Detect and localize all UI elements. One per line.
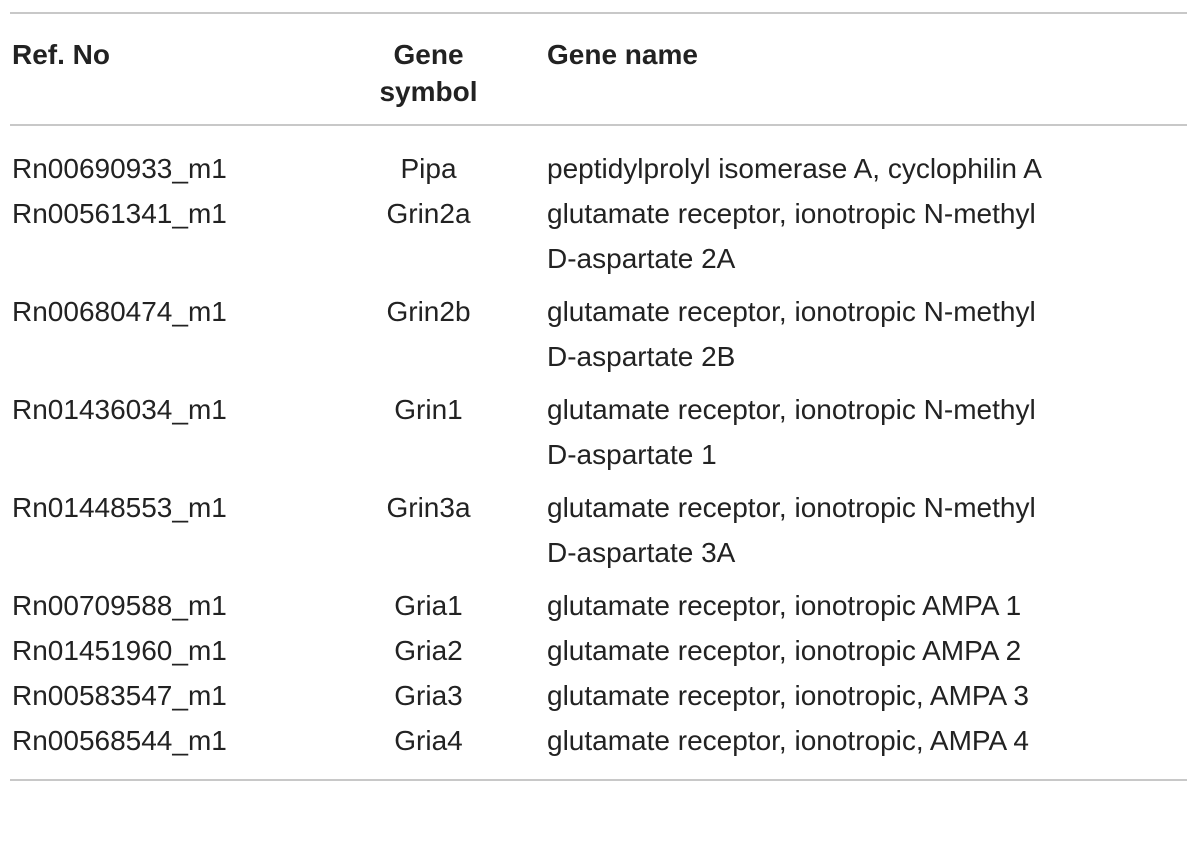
cell-gene-symbol: Grin2a xyxy=(386,198,471,229)
gene-name-line1: glutamate receptor, ionotropic AMPA 1 xyxy=(547,590,1022,621)
cell-gene-symbol: Gria1 xyxy=(394,590,463,621)
header-ref-no: Ref. No xyxy=(10,12,310,126)
table-row: Rn00568544_m1 Gria4 glutamate receptor, io… xyxy=(10,718,1187,779)
gene-name-line1: peptidylprolyl isomerase A, cyclophilin … xyxy=(547,153,1042,184)
gene-name-line1: glutamate receptor, ionotropic N-methyl xyxy=(547,492,1036,523)
cell-gene-symbol: Grin1 xyxy=(394,394,463,425)
gene-name-line1: glutamate receptor, ionotropic N-methyl xyxy=(547,394,1036,425)
cell-gene-name: glutamate receptor, ionotropic, AMPA 3 xyxy=(547,673,1187,718)
header-gene-symbol-line1: Gene xyxy=(393,39,464,70)
cell-ref-no: Rn01436034_m1 xyxy=(12,394,227,425)
cell-gene-name: glutamate receptor, ionotropic AMPA 2 xyxy=(547,628,1187,673)
cell-ref-no: Rn00690933_m1 xyxy=(12,153,227,184)
gene-name-line2: D-aspartate 2B xyxy=(547,341,736,372)
cell-gene-name: glutamate receptor, ionotropic AMPA 1 xyxy=(547,583,1187,628)
header-gene-name: Gene name xyxy=(547,12,1187,126)
cell-gene-symbol: Grin2b xyxy=(386,296,471,327)
cell-gene-symbol: Gria2 xyxy=(394,635,463,666)
cell-ref-no: Rn01448553_m1 xyxy=(12,492,227,523)
cell-ref-no: Rn01451960_m1 xyxy=(12,635,227,666)
gene-name-line1: glutamate receptor, ionotropic N-methyl xyxy=(547,198,1036,229)
cell-gene-symbol: Grin3a xyxy=(386,492,471,523)
cell-gene-name: glutamate receptor, ionotropic, AMPA 4 xyxy=(547,718,1187,779)
header-gene-symbol: Gene symbol xyxy=(310,12,547,126)
gene-name-line1: glutamate receptor, ionotropic N-methyl xyxy=(547,296,1036,327)
cell-ref-no: Rn00583547_m1 xyxy=(12,680,227,711)
header-row: Ref. No Gene symbol Gene name xyxy=(10,12,1187,126)
table-row: Rn01451960_m1 Gria2 glutamate receptor, io… xyxy=(10,628,1187,673)
cell-gene-symbol: Pipa xyxy=(400,153,457,184)
table-row: Rn00709588_m1 Gria1 glutamate receptor, io… xyxy=(10,583,1187,628)
gene-name-line1: glutamate receptor, ionotropic AMPA 2 xyxy=(547,635,1022,666)
table-bottom-rule xyxy=(10,779,1187,781)
cell-gene-symbol: Gria4 xyxy=(394,725,463,756)
table-row: Rn00583547_m1 Gria3 glutamate receptor, io… xyxy=(10,673,1187,718)
table-body: Rn00690933_m1 Pipa peptidylprolyl isomeras… xyxy=(10,125,1187,779)
cell-gene-symbol: Gria3 xyxy=(394,680,463,711)
gene-name-line2: D-aspartate 1 xyxy=(547,439,717,470)
cell-ref-no: Rn00680474_m1 xyxy=(12,296,227,327)
gene-name-line2: D-aspartate 2A xyxy=(547,243,736,274)
table-row: Rn00680474_m1 Grin2b glutamate receptor, i… xyxy=(10,289,1187,387)
table-header: Ref. No Gene symbol Gene name xyxy=(10,12,1187,126)
cell-gene-name: peptidylprolyl isomerase A, cyclophilin … xyxy=(547,125,1187,191)
table-row: Rn01436034_m1 Grin1 glutamate receptor, io… xyxy=(10,387,1187,485)
gene-table: Ref. No Gene symbol Gene name Rn00690933… xyxy=(10,12,1187,779)
table-row: Rn00561341_m1 Grin2a glutamate receptor, i… xyxy=(10,191,1187,289)
gene-name-line1: glutamate receptor, ionotropic, AMPA 4 xyxy=(547,725,1029,756)
cell-ref-no: Rn00568544_m1 xyxy=(12,725,227,756)
gene-table-container: Ref. No Gene symbol Gene name Rn00690933… xyxy=(10,12,1187,781)
table-row: Rn00690933_m1 Pipa peptidylprolyl isomeras… xyxy=(10,125,1187,191)
cell-ref-no: Rn00709588_m1 xyxy=(12,590,227,621)
cell-ref-no: Rn00561341_m1 xyxy=(12,198,227,229)
gene-name-line1: glutamate receptor, ionotropic, AMPA 3 xyxy=(547,680,1029,711)
gene-name-line2: D-aspartate 3A xyxy=(547,537,736,568)
header-gene-symbol-line2: symbol xyxy=(379,76,478,107)
table-row: Rn01448553_m1 Grin3a glutamate receptor, i… xyxy=(10,485,1187,583)
